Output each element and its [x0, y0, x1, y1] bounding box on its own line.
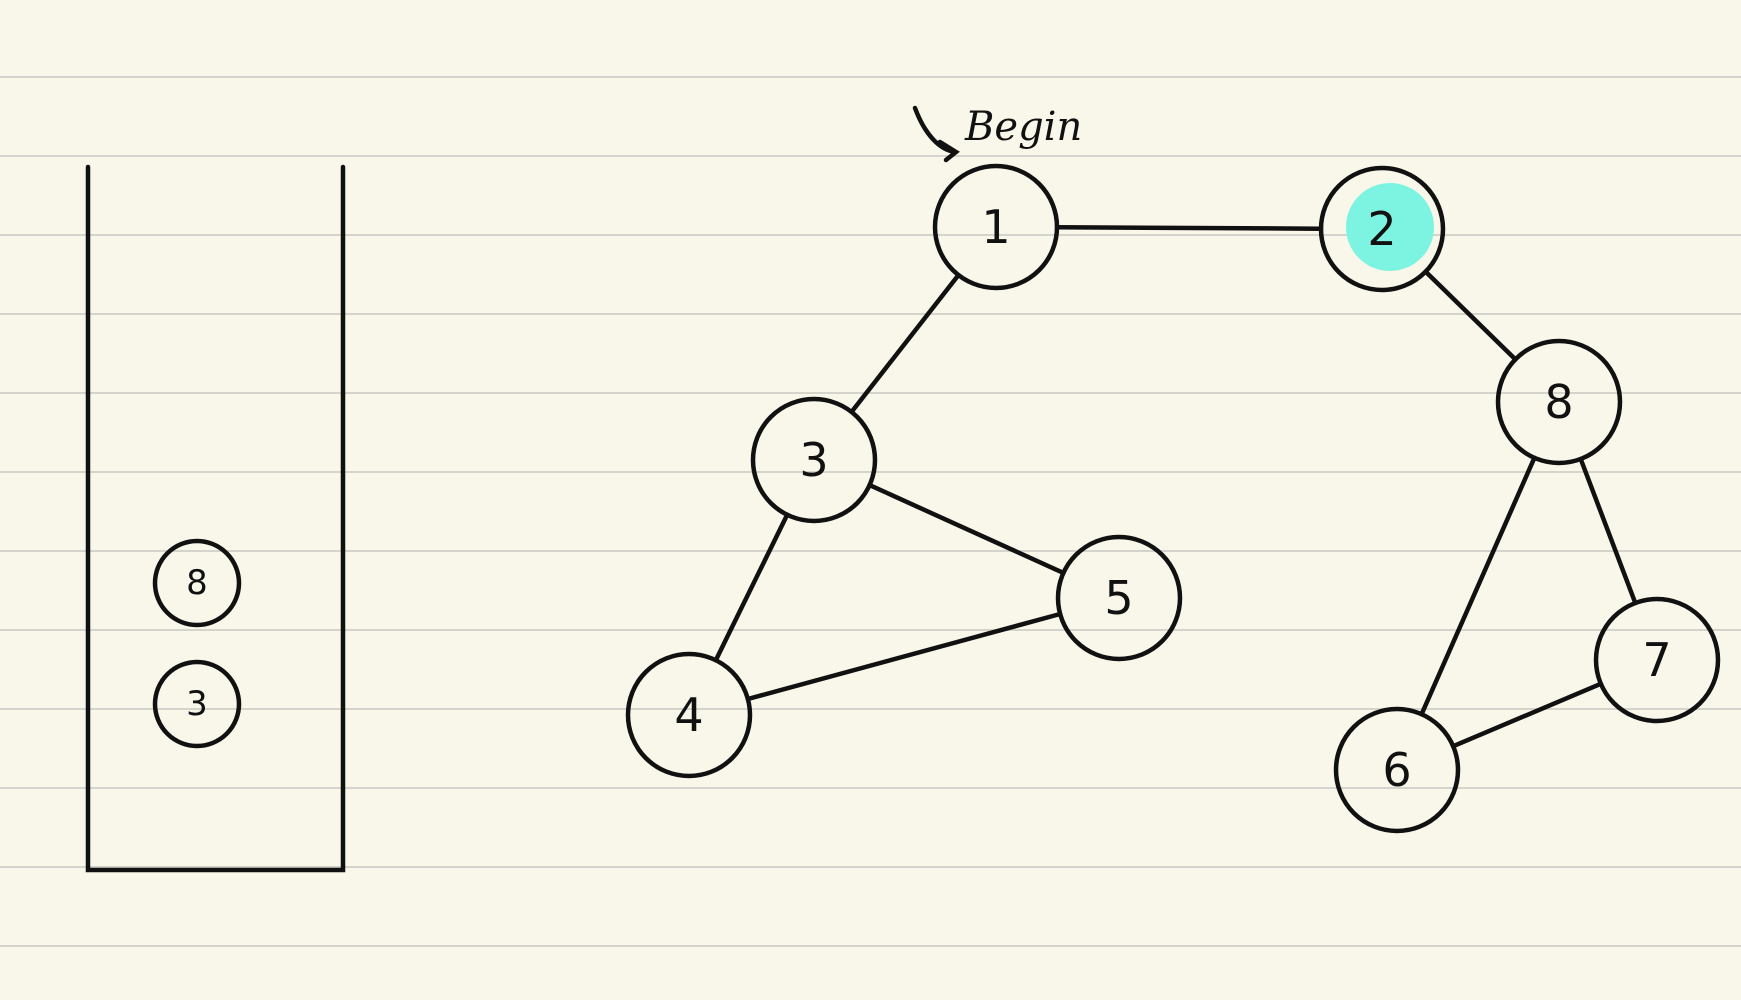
stack-item-8: 8: [152, 538, 242, 628]
node-circle: [750, 396, 878, 524]
node-highlight: [1346, 183, 1434, 271]
node-label: 3: [799, 433, 828, 487]
node-3: 3: [750, 396, 878, 524]
node-4: 4: [625, 651, 753, 779]
edge-1-3: [849, 272, 961, 415]
node-circle: [1318, 165, 1446, 293]
node-7: 7: [1593, 596, 1721, 724]
stack-item-circle: [152, 659, 242, 749]
node-6: 6: [1333, 706, 1461, 834]
node-label: 8: [1544, 375, 1573, 429]
edge-1-2: [1054, 225, 1324, 231]
edge-3-5: [867, 482, 1066, 576]
begin-annotation: Begin: [912, 104, 1082, 163]
begin-label: Begin: [964, 104, 1082, 150]
edge-3-4: [713, 512, 790, 663]
graph-nodes: 1 2 3 4 5 6 7 8: [625, 163, 1721, 834]
edge-4-5: [745, 611, 1063, 702]
node-2: 2: [1318, 165, 1446, 293]
node-label: 5: [1104, 571, 1133, 625]
stack-item-circle: [152, 538, 242, 628]
edge-6-7: [1450, 681, 1604, 749]
stack-item-3: 3: [152, 659, 242, 749]
stack-container: 83: [85, 164, 346, 873]
node-1: 1: [932, 163, 1060, 291]
node-label: 2: [1367, 202, 1396, 256]
node-label: 6: [1382, 743, 1411, 797]
node-label: 4: [674, 688, 703, 742]
stack-items: 83: [152, 538, 242, 749]
node-5: 5: [1055, 534, 1183, 662]
stack-item-label: 3: [186, 684, 208, 724]
node-circle: [1055, 534, 1183, 662]
node-circle: [932, 163, 1060, 291]
node-circle: [1495, 338, 1623, 466]
node-label: 7: [1642, 633, 1671, 687]
stack-item-label: 8: [186, 563, 208, 603]
stack-outline: [85, 164, 346, 873]
node-8: 8: [1495, 338, 1623, 466]
node-label: 1: [981, 200, 1010, 254]
edge-8-7: [1578, 456, 1638, 606]
notebook-ruled-lines: [0, 76, 1741, 947]
graph-edges: [713, 225, 1638, 749]
edge-2-8: [1423, 269, 1518, 362]
node-circle: [1333, 706, 1461, 834]
node-circle: [625, 651, 753, 779]
node-circle: [1593, 596, 1721, 724]
begin-arrow-icon: [912, 105, 960, 163]
edge-8-6: [1419, 455, 1537, 717]
